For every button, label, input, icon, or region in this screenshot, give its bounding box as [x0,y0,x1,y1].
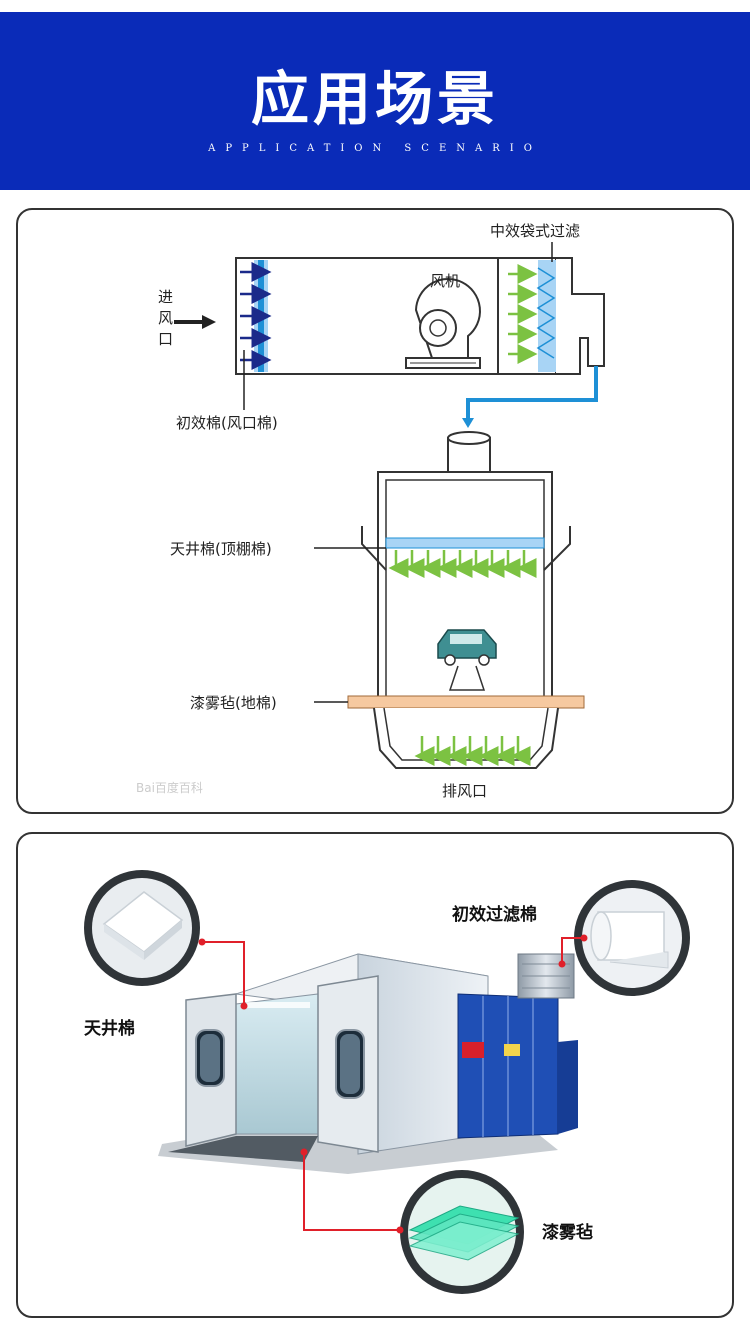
header-banner: 应用场景 APPLICATION SCENARIO [0,12,750,190]
schematic-panel: 进 风 口 风机 中效袋式过滤 初效棉(风口棉) [16,208,734,814]
ceiling-filter-layer [385,537,545,549]
spray-booth [347,431,585,769]
air-handling-unit [235,257,605,375]
spray-booth-body [168,953,578,1162]
bag-filter-layer [538,260,556,372]
product-panel: 天井棉 初效过滤棉 漆雾毡 [16,832,734,1318]
ceiling-filter-pointer [198,938,248,1010]
inlet-label-1: 进 [158,288,173,306]
floor-filter-label: 漆雾毡(地棉) [190,694,277,712]
watermark: Bai百度百科 [136,780,203,795]
floor-filter-layer [347,695,585,709]
page-subtitle: APPLICATION SCENARIO [208,143,542,154]
spray-booth-product-illustration: 天井棉 初效过滤棉 漆雾毡 [84,870,690,1294]
page-title: 应用场景 [250,65,499,133]
paint-stop-label: 漆雾毡 [542,1222,593,1243]
primary-filter-label: 初效过滤棉 [452,904,537,925]
paint-stop-photo [400,1170,524,1294]
ceiling-filter-label: 天井棉(顶棚棉) [170,540,272,558]
primary-filter-pointer [558,934,588,968]
ceiling-down-arrows [388,550,537,578]
spray-booth-schematic: 进 风 口 风机 中效袋式过滤 初效棉(风口棉) [136,222,605,800]
pit-down-arrows [414,736,531,766]
fan-label: 风机 [430,272,460,290]
exhaust-label: 排风口 [442,782,487,800]
inlet-label-2: 风 [158,309,173,327]
inlet-arrow-icon [174,315,216,329]
supply-duct [462,366,598,428]
ceiling-filter-photo [84,870,200,986]
ceiling-filter-label: 天井棉 [84,1018,135,1039]
car-icon [437,629,497,691]
primary-filter-photo [574,880,690,996]
bag-filter-label: 中效袋式过滤 [490,222,580,240]
bag-section-arrows [508,264,538,364]
primary-filter-label: 初效棉(风口棉) [176,414,278,432]
fan-icon [405,278,481,369]
inlet-label-3: 口 [158,330,173,348]
paint-stop-pointer [300,1148,404,1234]
